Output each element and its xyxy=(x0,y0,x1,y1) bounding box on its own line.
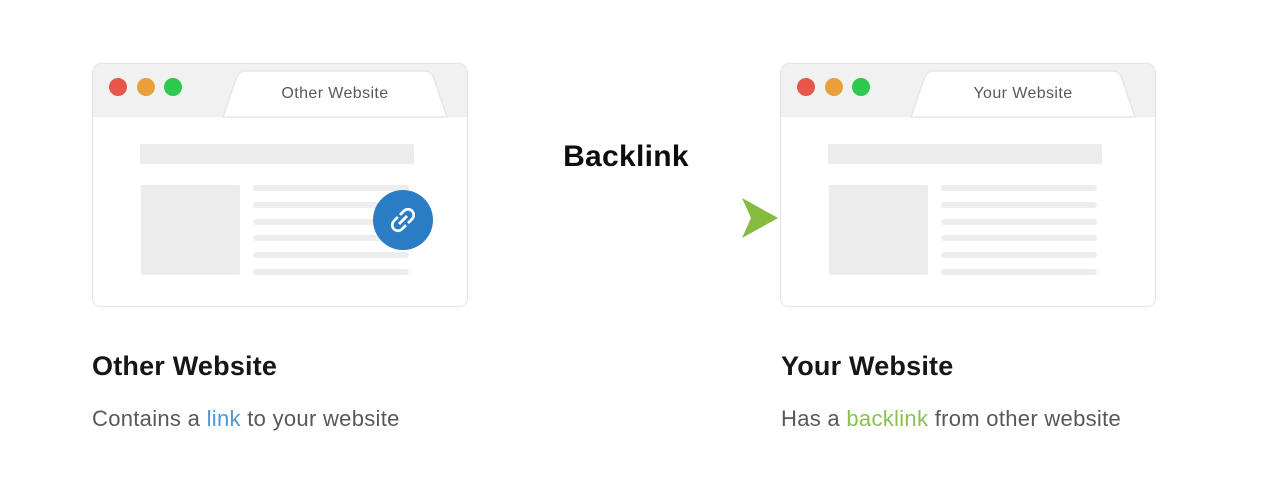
maximize-dot-icon xyxy=(164,78,182,96)
backlink-highlight: backlink xyxy=(846,406,929,431)
close-dot-icon xyxy=(109,78,127,96)
placeholder-text-lines xyxy=(253,185,409,275)
placeholder-text-lines xyxy=(941,185,1097,275)
caption-title: Other Website xyxy=(92,351,278,381)
page-content-placeholder xyxy=(781,117,1155,308)
link-highlight: link xyxy=(206,406,241,431)
arrow-label: Backlink xyxy=(563,140,689,173)
backlink-arrow xyxy=(470,198,778,238)
caption-title: Your Website xyxy=(781,351,954,381)
placeholder-image-block xyxy=(829,185,928,275)
other-website-window: Other Website xyxy=(92,63,468,307)
page-content-placeholder xyxy=(93,117,467,308)
placeholder-header-bar xyxy=(140,144,414,164)
browser-tab-title: Other Website xyxy=(281,85,389,102)
your-website-window: Your Website xyxy=(780,63,1156,307)
other-website-caption: Other Website Contains a link to your we… xyxy=(92,350,522,432)
chain-link-icon xyxy=(390,207,416,233)
browser-tab-shape xyxy=(221,70,449,118)
minimize-dot-icon xyxy=(137,78,155,96)
close-dot-icon xyxy=(797,78,815,96)
browser-tab-shape xyxy=(909,70,1137,118)
placeholder-header-bar xyxy=(828,144,1102,164)
browser-titlebar: Your Website xyxy=(781,64,1155,118)
your-website-caption: Your Website Has a backlink from other w… xyxy=(781,350,1211,432)
caption-subtitle: Contains a link to your website xyxy=(92,406,400,431)
minimize-dot-icon xyxy=(825,78,843,96)
caption-subtitle: Has a backlink from other website xyxy=(781,406,1122,431)
maximize-dot-icon xyxy=(852,78,870,96)
browser-titlebar: Other Website xyxy=(93,64,467,118)
link-badge xyxy=(373,190,433,250)
placeholder-image-block xyxy=(141,185,240,275)
browser-tab-title: Your Website xyxy=(973,85,1073,102)
